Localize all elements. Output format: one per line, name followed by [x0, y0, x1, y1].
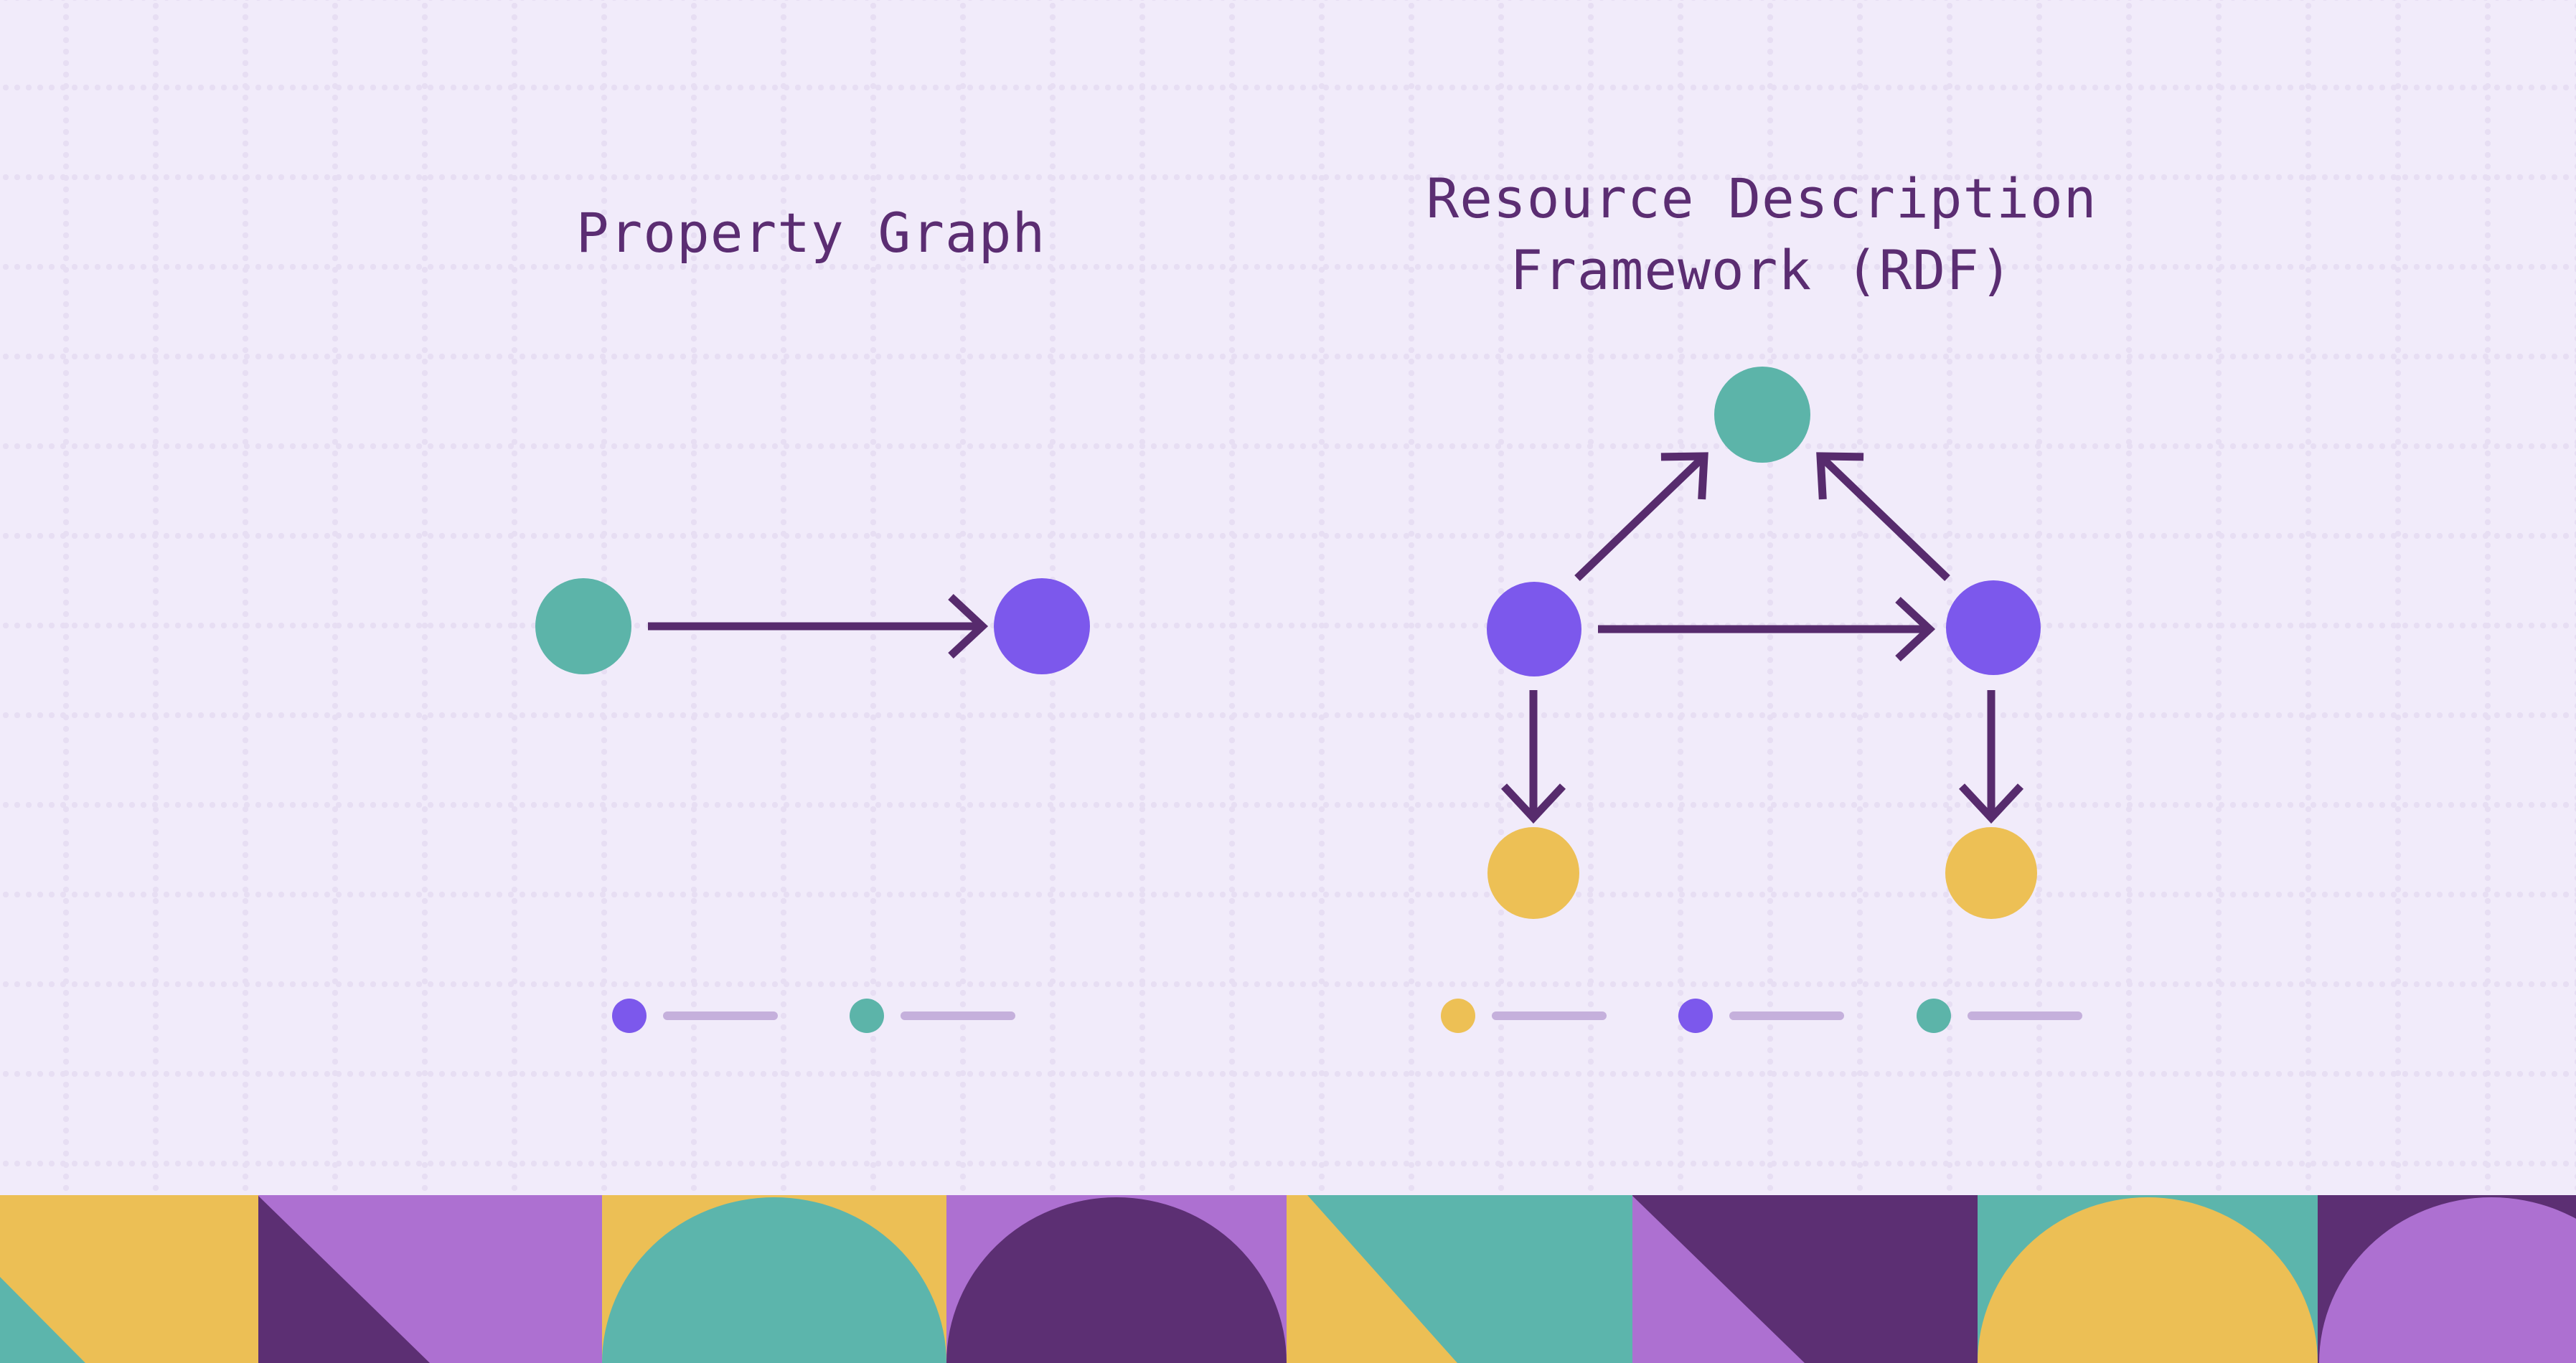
pattern-shape-3 — [602, 1197, 946, 1363]
right-graph-edge-arrow-1 — [1598, 596, 1936, 662]
right-graph-edge-arrow-5 — [1958, 690, 2024, 824]
right-graph-edge-arrow-2 — [1574, 452, 1708, 581]
left-graph-legend — [612, 999, 1015, 1033]
right-graph-edge-arrow-5-head — [1958, 783, 2024, 824]
left-graph-legend-dot-teal — [850, 999, 884, 1033]
right-graph-legend-dot-teal — [1917, 999, 1951, 1033]
right-graph-edge-arrow-3 — [1816, 452, 1950, 581]
left-graph-teal-node-1 — [535, 578, 631, 674]
pattern-shape-6 — [1632, 1196, 1805, 1363]
right-graph-edge-arrow-4-head — [1500, 783, 1566, 824]
left-graph-edge-arrow-1 — [648, 593, 989, 659]
right-graph-legend-label-placeholder-3 — [1968, 1011, 2082, 1020]
left-graph-edge-arrow-1-head — [948, 593, 989, 659]
left-graph-purple-node-2 — [994, 578, 1090, 674]
right-graph-edge-arrow-3-shaft — [1820, 456, 1950, 581]
left-graph-legend-label-placeholder-2 — [901, 1011, 1015, 1020]
right-panel-title: Resource Description Framework (RDF) — [1259, 163, 2264, 306]
left-panel-title: Property Graph — [575, 201, 1046, 265]
right-graph-edge-arrow-3-head — [1816, 452, 1864, 500]
right-graph-yellow-node-5 — [1945, 827, 2037, 919]
pattern-shape-4 — [946, 1197, 1287, 1363]
right-graph-teal-node-1 — [1714, 367, 1810, 463]
pattern-shape-7 — [1978, 1197, 2318, 1363]
right-graph-legend-dot-purple — [1678, 999, 1713, 1033]
right-graph-edge-arrow-2-head — [1660, 452, 1708, 500]
right-graph-yellow-node-4 — [1487, 827, 1579, 919]
pattern-shape-5 — [1287, 1195, 1457, 1363]
right-graph-legend-label-placeholder-2 — [1729, 1011, 1844, 1020]
pattern-shape-8 — [2319, 1197, 2576, 1363]
right-graph-legend-label-placeholder-1 — [1492, 1011, 1607, 1020]
right-panel-title-line2: Framework (RDF) — [1510, 238, 2013, 302]
right-graph — [1441, 367, 2082, 1033]
left-graph-legend-label-placeholder-1 — [663, 1011, 778, 1020]
right-graph-edge-arrow-1-head — [1895, 596, 1936, 662]
left-graph — [535, 578, 1090, 1033]
right-graph-legend-dot-yellow — [1441, 999, 1475, 1033]
right-graph-purple-node-3 — [1946, 580, 2041, 675]
right-graph-purple-node-2 — [1487, 582, 1581, 676]
right-graph-legend — [1441, 999, 2082, 1033]
right-graph-edge-arrow-4 — [1500, 690, 1566, 824]
pattern-shape-2 — [258, 1196, 430, 1363]
pattern-strip — [0, 1195, 2576, 1363]
left-graph-legend-dot-purple — [612, 999, 647, 1033]
right-panel-title-line1: Resource Description — [1426, 166, 2097, 230]
right-graph-edge-arrow-2-shaft — [1574, 456, 1704, 581]
pattern-shape-1 — [0, 1277, 85, 1363]
